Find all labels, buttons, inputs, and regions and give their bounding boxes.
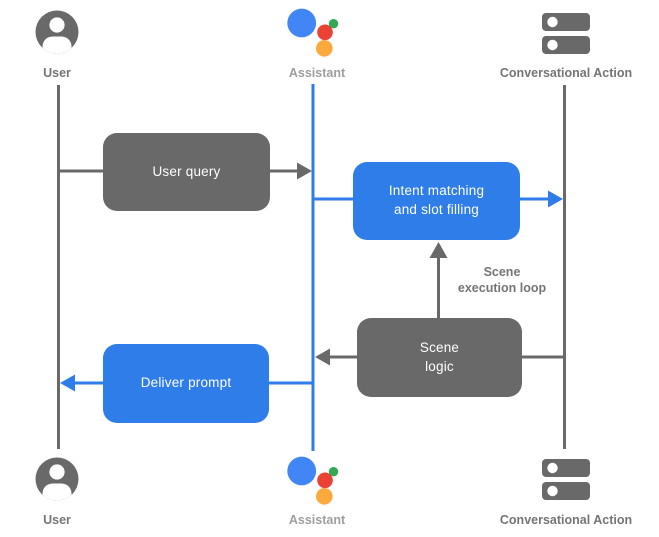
actor-label-user-bottom: User (43, 513, 71, 527)
assistant-icon (287, 456, 339, 505)
server-stack-icon (542, 459, 590, 500)
node-intent-matching: Intent matching and slot filling (353, 162, 520, 240)
server-slab-led (547, 462, 558, 474)
user-query-arrowhead-icon (297, 162, 312, 180)
scene-execution-loop-line1: Scene (483, 265, 521, 279)
node-deliver-prompt-label: Deliver prompt (140, 375, 232, 391)
node-user-query-label: User query (152, 163, 221, 179)
node-scene-logic-line2: logic (425, 358, 454, 374)
actor-label-assistant-bottom: Assistant (288, 513, 346, 527)
actor-label-user-top: User (43, 66, 71, 80)
assistant-blue-dot (287, 456, 317, 486)
node-deliver-prompt: Deliver prompt (103, 344, 269, 423)
deliver-arrowhead-icon (60, 374, 75, 392)
scene-loop-arrowhead-icon (429, 242, 448, 258)
assistant-blue-dot (287, 8, 317, 38)
user-icon (35, 10, 79, 54)
user-icon-head (49, 464, 65, 480)
node-intent-matching-line2: and slot filling (394, 202, 479, 217)
assistant-red-dot (317, 472, 333, 489)
intent-arrowhead-icon (548, 190, 563, 208)
user-icon (35, 457, 79, 501)
assistant-green-dot (328, 467, 339, 477)
actor-label-conversational-action-top: Conversational Action (499, 66, 633, 80)
server-slab-led (547, 485, 558, 497)
node-intent-matching-line1: Intent matching (388, 183, 485, 199)
user-icon-head (49, 17, 65, 33)
actor-label-assistant-top: Assistant (288, 66, 346, 80)
user-icon-body (42, 36, 72, 54)
node-scene-logic: Scene logic (357, 318, 522, 397)
assistant-yellow-dot (316, 488, 333, 505)
scene-execution-loop-line2: execution loop (457, 280, 547, 295)
server-stack-icon (542, 13, 590, 54)
assistant-yellow-dot (316, 40, 333, 57)
user-icon-body (42, 483, 72, 501)
assistant-icon (287, 8, 339, 57)
server-slab-led (547, 16, 558, 28)
node-user-query: User query (103, 133, 270, 211)
scene-logic-arrowhead-icon (315, 348, 330, 366)
node-scene-logic-line1: Scene (419, 339, 460, 355)
actor-label-conversational-action-bottom: Conversational Action (499, 513, 633, 527)
server-slab-led (547, 39, 558, 51)
assistant-red-dot (317, 24, 333, 41)
assistant-green-dot (328, 19, 339, 29)
scene-execution-loop-annotation: Scene execution loop (458, 265, 546, 296)
